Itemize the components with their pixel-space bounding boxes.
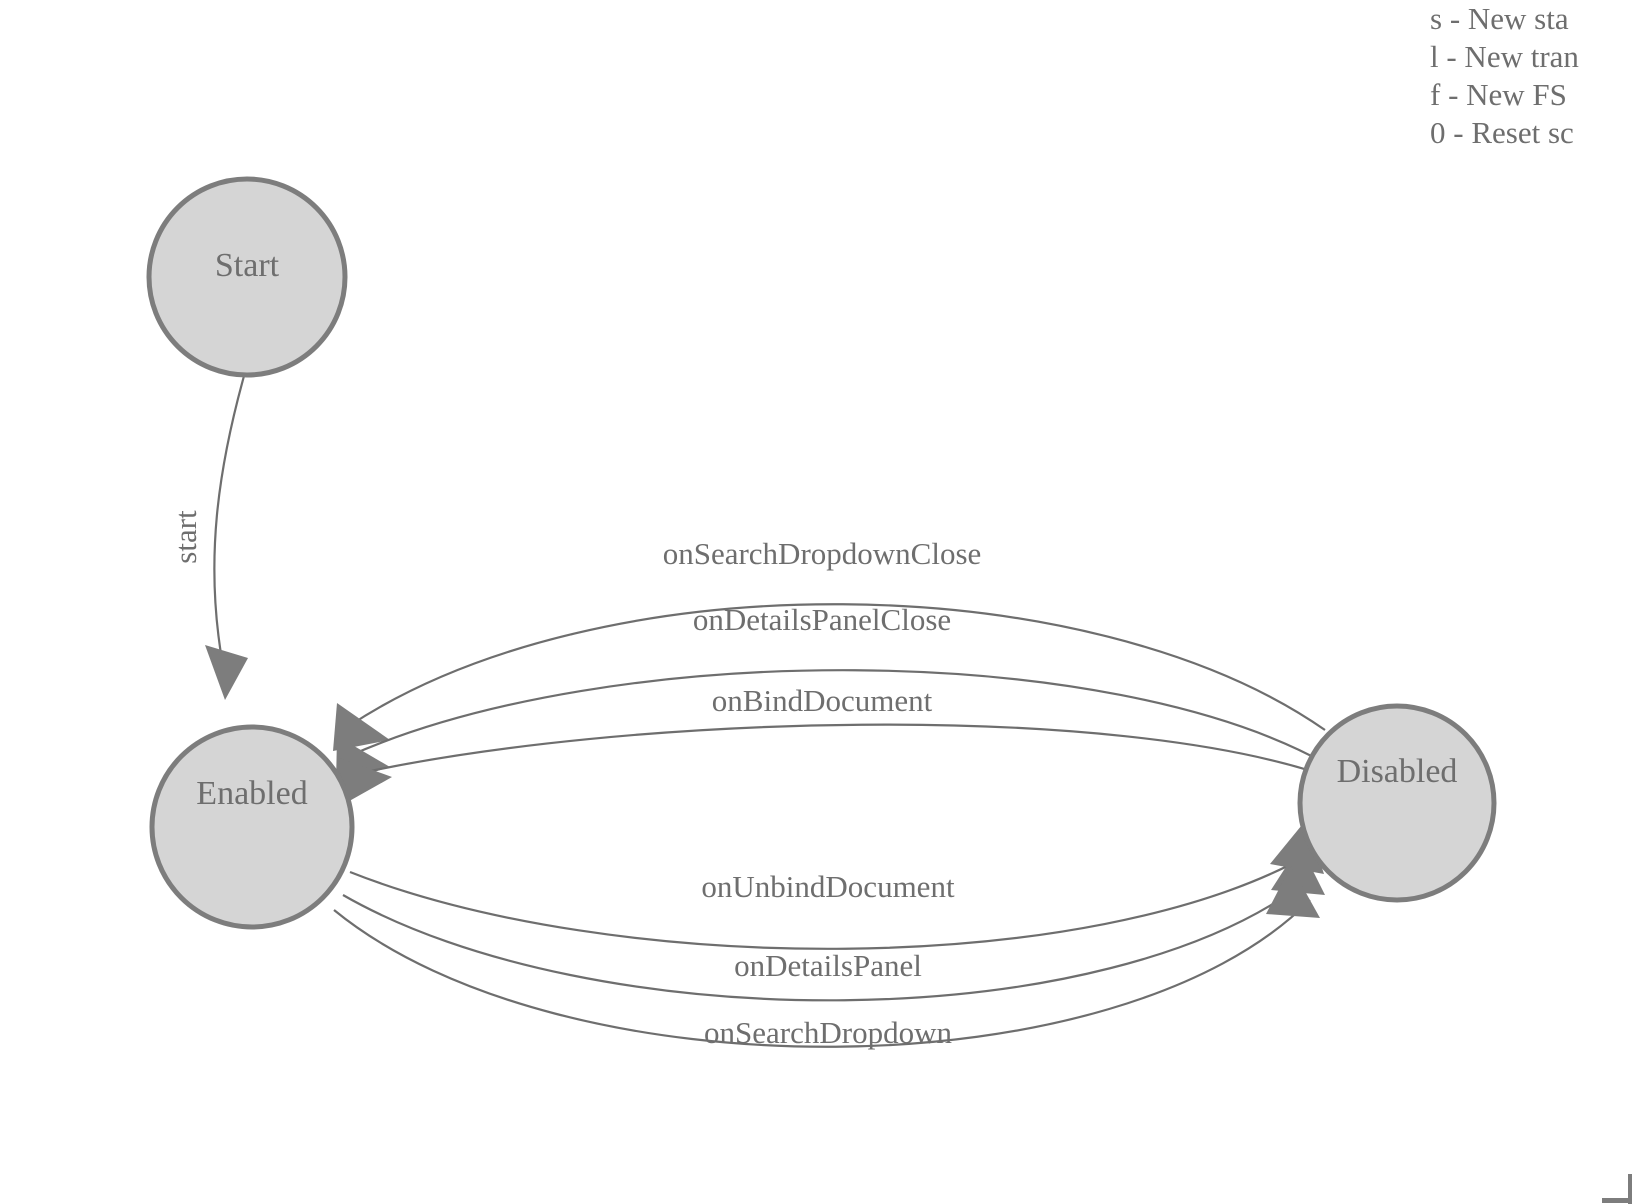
state-label-enabled: Enabled xyxy=(196,775,307,812)
transition-onSearchDropdown-path xyxy=(333,899,1311,1048)
transition-label-onSearchDropdownClose: onSearchDropdownClose xyxy=(663,536,982,571)
state-node-enabled[interactable]: Enabled xyxy=(149,724,355,930)
transition-start-arrowhead xyxy=(205,645,248,700)
state-node-disabled[interactable]: Disabled xyxy=(1297,703,1497,903)
transition-onSearchDropdownClose-arrowhead xyxy=(333,703,390,751)
transition-onBindDocument-arrowhead xyxy=(339,758,392,804)
transition-label-onUnbindDocument: onUnbindDocument xyxy=(701,869,955,904)
transition-enabled-to-disabled-search-dropdown[interactable]: onSearchDropdown xyxy=(333,866,1320,1050)
state-circle-enabled[interactable] xyxy=(149,724,355,930)
keyboard-help-legend: s - New sta l - New tran f - New FS 0 - … xyxy=(1430,0,1632,152)
transition-start-edge-path xyxy=(213,375,246,661)
state-label-disabled: Disabled xyxy=(1337,753,1458,790)
state-circle-start[interactable] xyxy=(146,176,348,378)
transition-enabled-to-disabled-details-panel[interactable]: onDetailsPanel xyxy=(342,845,1325,1002)
state-label-start: Start xyxy=(215,247,280,284)
transition-label-onBindDocument: onBindDocument xyxy=(712,683,933,718)
transition-start-to-enabled[interactable]: start xyxy=(168,375,248,700)
state-node-start[interactable]: Start xyxy=(146,176,348,378)
frame-corner-horizontal-line xyxy=(1602,1198,1632,1203)
help-line-new-fsm: f - New FS xyxy=(1430,77,1567,112)
transition-disabled-to-enabled-search-dropdown-close[interactable]: onSearchDropdownClose xyxy=(333,536,1326,751)
transition-onDetailsPanel-path xyxy=(342,875,1314,1002)
transition-label-start: start xyxy=(168,510,203,564)
frame-corner-vertical-line xyxy=(1628,1174,1632,1204)
transition-label-onDetailsPanelClose: onDetailsPanelClose xyxy=(693,602,951,637)
transition-label-onSearchDropdown: onSearchDropdown xyxy=(704,1015,952,1050)
help-line-reset: 0 - Reset sc xyxy=(1430,115,1574,150)
transition-enabled-to-disabled-unbind-document[interactable]: onUnbindDocument xyxy=(349,820,1324,950)
transition-onUnbindDocument-path xyxy=(349,852,1313,950)
transition-onSearchDropdown-arrowhead xyxy=(1266,866,1320,918)
transition-onBindDocument-path xyxy=(351,723,1333,780)
help-line-new-transition: l - New tran xyxy=(1430,39,1579,74)
help-line-new-state: s - New sta xyxy=(1430,1,1569,36)
transition-disabled-to-enabled-bind-document[interactable]: onBindDocument xyxy=(339,683,1333,804)
transition-onDetailsPanelClose-path xyxy=(348,669,1331,767)
transition-label-onDetailsPanel: onDetailsPanel xyxy=(734,948,922,983)
transition-onSearchDropdownClose-path xyxy=(348,603,1326,731)
state-circle-disabled[interactable] xyxy=(1297,703,1497,903)
